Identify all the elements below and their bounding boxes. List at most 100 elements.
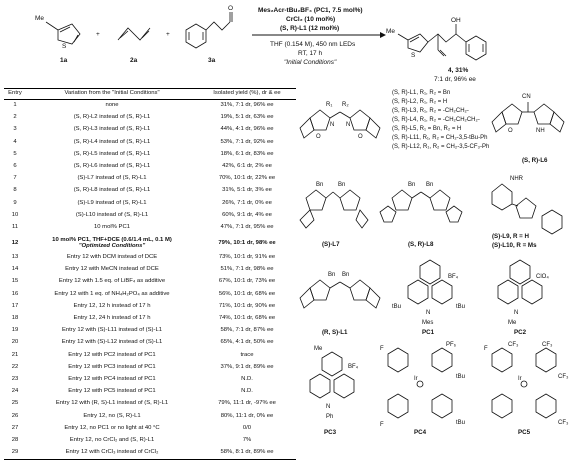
variation-cell: Entry 12, 12 h instead of 17 h (73, 302, 151, 309)
plus-sign: + (166, 31, 170, 38)
variation-cell: Entry 12 with DCM instead of DCE (66, 254, 158, 261)
product-methyl-label: Me (386, 28, 395, 35)
reaction-temperature: RT, 17 h (298, 50, 322, 57)
result-cell: 58%, 8:1 dr, 89% ee (198, 446, 296, 460)
sulfur-label: S (62, 43, 67, 50)
entry-cell: 1 (13, 102, 17, 109)
pc4-tbu-label: tBu (456, 374, 465, 380)
pc3-label: PC3 (324, 429, 337, 436)
entry-cell: 9 (13, 199, 17, 206)
legend-l4: (S, R)-L4, R₁, R₂ = -CH₂CH₂CH₂- (392, 117, 480, 123)
result-cell: 26%, 7:1 dr, 0% ee (222, 199, 272, 206)
reaction-scheme: Me S 1a + 2a + O 3a Mes₂Acr-tBu₂BF₄ (PC1… (35, 5, 487, 83)
product-yield: 4, 31% (448, 67, 468, 74)
variation-cell: Entry 12 with 1 eq. of NH₄H₂PO₄ as addit… (54, 290, 170, 297)
reaction-arrowhead (380, 32, 386, 38)
variation-cell: Entry 12 with 1.5 eq. of LiBF₄ as additi… (58, 278, 166, 285)
entry-cell: 21 (11, 351, 19, 358)
result-cell: 67%, 10:1 dr, 73% ee (218, 278, 276, 285)
result-cell: 19%, 5:1 dr, 63% ee (220, 114, 274, 121)
pc5-label: PC5 (518, 429, 531, 436)
variation-cell: (S, R)-L8 instead of (S, R)-L1 (73, 187, 151, 194)
optimized-result: 79%, 10:1 dr, 98% ee (218, 239, 276, 246)
variation-cell: Entry 12, no PC1 or no light at 40 °C (64, 424, 160, 431)
l8-bn-label: Bn (408, 182, 415, 188)
result-cell: 80%, 11:1 dr, 0% ee (220, 412, 274, 419)
r1-label: R₁ (326, 102, 332, 108)
entry-cell: 15 (11, 278, 19, 285)
pc1-bf4-label: BF₄ (448, 274, 459, 280)
product-selectivity: 7:1 dr, 96% ee (434, 76, 476, 83)
pc5-cf3-label: CF₃ (542, 342, 553, 348)
entry-cell: 11 (11, 223, 19, 230)
r2-label: R₂ (342, 102, 349, 108)
table-header-row: Entry Variation from the "Initial Condit… (4, 88, 296, 100)
legend-l11: (S, R)-L11, R₁, R₂ = CH₂-3,5-tBu-Ph (392, 135, 487, 141)
variation-cell: Entry 12, no CrCl₂ and (S, R)-L1 (69, 436, 155, 443)
result-cell: 60%, 9:1 dr, 4% ee (222, 211, 272, 218)
result-cell: 65%, 4:1 dr, 50% ee (220, 339, 274, 346)
oxazoline-n-label: N (346, 122, 350, 128)
reagent-chromium: CrCl₂ (10 mol%) (286, 16, 335, 23)
entry-cell: 27 (11, 424, 19, 431)
pc1-tbu-label: tBu (392, 304, 401, 310)
variation-cell: Entry 12 with PC5 instead of PC1 (68, 388, 156, 395)
table-row: 5 (S, R)-L5 instead of (S, R)-L1 18%, 6:1 … (4, 149, 296, 161)
header-entry: Entry (4, 88, 26, 100)
pc3-bf4-label: BF₄ (348, 364, 359, 370)
l9-structure: NHR (491, 176, 563, 235)
result-cell: 31%, 5:1 dr, 3% ee (222, 187, 272, 194)
result-cell: N.D. (241, 388, 253, 395)
result-cell: 44%, 4:1 dr, 96% ee (220, 126, 274, 133)
rs-l1-label: (R, S)-L1 (322, 329, 348, 336)
result-cell: 31%, 7:1 dr, 96% ee (220, 102, 274, 109)
legend-l5: (S, R)-L5, R₁ = Bn, R₂ = H (392, 126, 461, 132)
result-cell: 58%, 7:1 dr, 87% ee (220, 327, 274, 334)
variation-cell: Entry 12 with (R, S)-L1 instead of (S, R… (55, 400, 169, 407)
entry-cell: 5 (13, 150, 17, 157)
pc3-ph-label: Ph (326, 414, 333, 420)
variation-cell: (S, R)-L4 instead of (S, R)-L1 (73, 138, 151, 145)
nhr-label: NHR (510, 176, 524, 182)
optimized-variation: 10 mol% PC1, THF+DCE (0.6/1.4 mL, 0.1 M)… (26, 234, 198, 252)
table-row: 15 Entry 12 with 1.5 eq. of LiBF₄ as addi… (4, 276, 296, 288)
pc4-pf6-label: PF₆ (446, 342, 457, 348)
pc2-n-label: N (514, 310, 518, 316)
result-cell: N.D. (241, 375, 253, 382)
pc2-label: PC2 (514, 329, 527, 336)
ligand-r-legend: (S, R)-L1, R₁, R₂ = Bn (S, R)-L2, R₁, R₂… (392, 90, 489, 150)
optimized-subtitle: "Optimized Conditions" (78, 242, 146, 249)
entry-cell: 17 (11, 302, 19, 309)
entry-cell: 24 (11, 388, 19, 395)
result-cell: 51%, 7:1 dr, 98% ee (220, 266, 274, 273)
entry-cell: 18 (11, 315, 19, 322)
header-variation: Variation from the "Initial Conditions" (26, 88, 198, 100)
result-cell: 18%, 6:1 dr, 83% ee (220, 150, 274, 157)
variation-cell: Entry 12 with PC3 instead of PC1 (68, 363, 156, 370)
result-cell: 79%, 11:1 dr, -97% ee (218, 400, 276, 407)
legend-l1: (S, R)-L1, R₁, R₂ = Bn (392, 90, 450, 96)
structures-panel: R₁ R₂ O O N N (S, R)-L1, R₁, R₂ = Bn (S,… (299, 90, 569, 436)
oxazoline-n-label: N (330, 122, 334, 128)
pc2-structure: ClO₄ N Me (497, 259, 549, 326)
result-cell: 74%, 10:1 dr, 68% ee (218, 315, 276, 322)
pc4-structure: Ir PF₆ tBu tBu F F (380, 342, 465, 428)
legend-l2: (S, R)-L2, R₁, R₂ = H (392, 99, 447, 105)
result-cell: 7% (242, 436, 252, 443)
optimization-table: Entry Variation from the "Initial Condit… (4, 88, 296, 460)
variation-cell: Entry 12 with CrCl₃ instead of CrCl₂ (26, 446, 198, 460)
variation-cell: (S)-L10 instead of (S, R)-L1 (75, 211, 149, 218)
result-cell: trace (240, 351, 254, 358)
variation-cell: (S, R)-L5 instead of (S, R)-L1 (73, 150, 151, 157)
entry-cell: 2 (13, 114, 17, 121)
entry-cell: 3 (13, 126, 17, 133)
